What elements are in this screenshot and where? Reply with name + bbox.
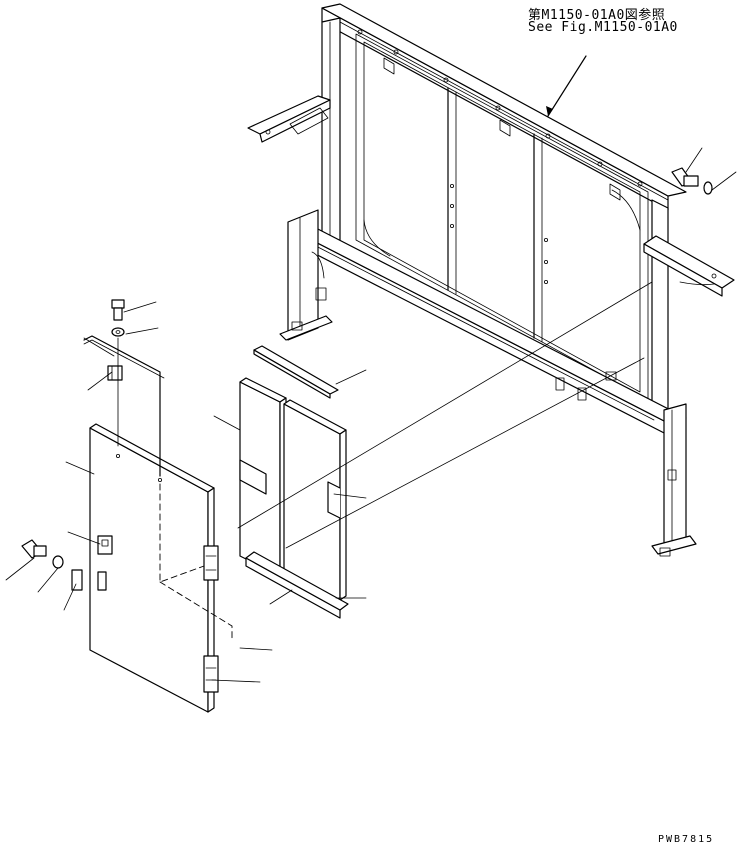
left-mounting-bracket	[247, 95, 331, 143]
side-cover-panel	[89, 423, 233, 713]
radiator-frame	[295, 3, 687, 437]
reference-label-japanese: 第M1150-01A0図参照	[528, 8, 666, 23]
right-mounting-bracket	[643, 235, 735, 297]
seal-strip-bottom	[245, 551, 349, 619]
bolt-washer-top-left	[111, 299, 125, 447]
bolt-washer-lower-left	[21, 539, 107, 591]
drawing-number: PWB7815	[658, 834, 715, 845]
left-support-leg	[279, 209, 333, 341]
sponge-seal-left	[239, 377, 287, 577]
right-support-leg	[651, 403, 697, 557]
reference-arrow	[547, 55, 587, 117]
reference-label-english: See Fig.M1150-01A0	[528, 20, 678, 35]
seal-strip-long	[253, 345, 339, 399]
bolt-washer-top-right	[671, 147, 737, 195]
stay-rod	[83, 335, 165, 477]
leader-lines	[5, 301, 367, 683]
sponge-seal-right	[283, 399, 347, 601]
